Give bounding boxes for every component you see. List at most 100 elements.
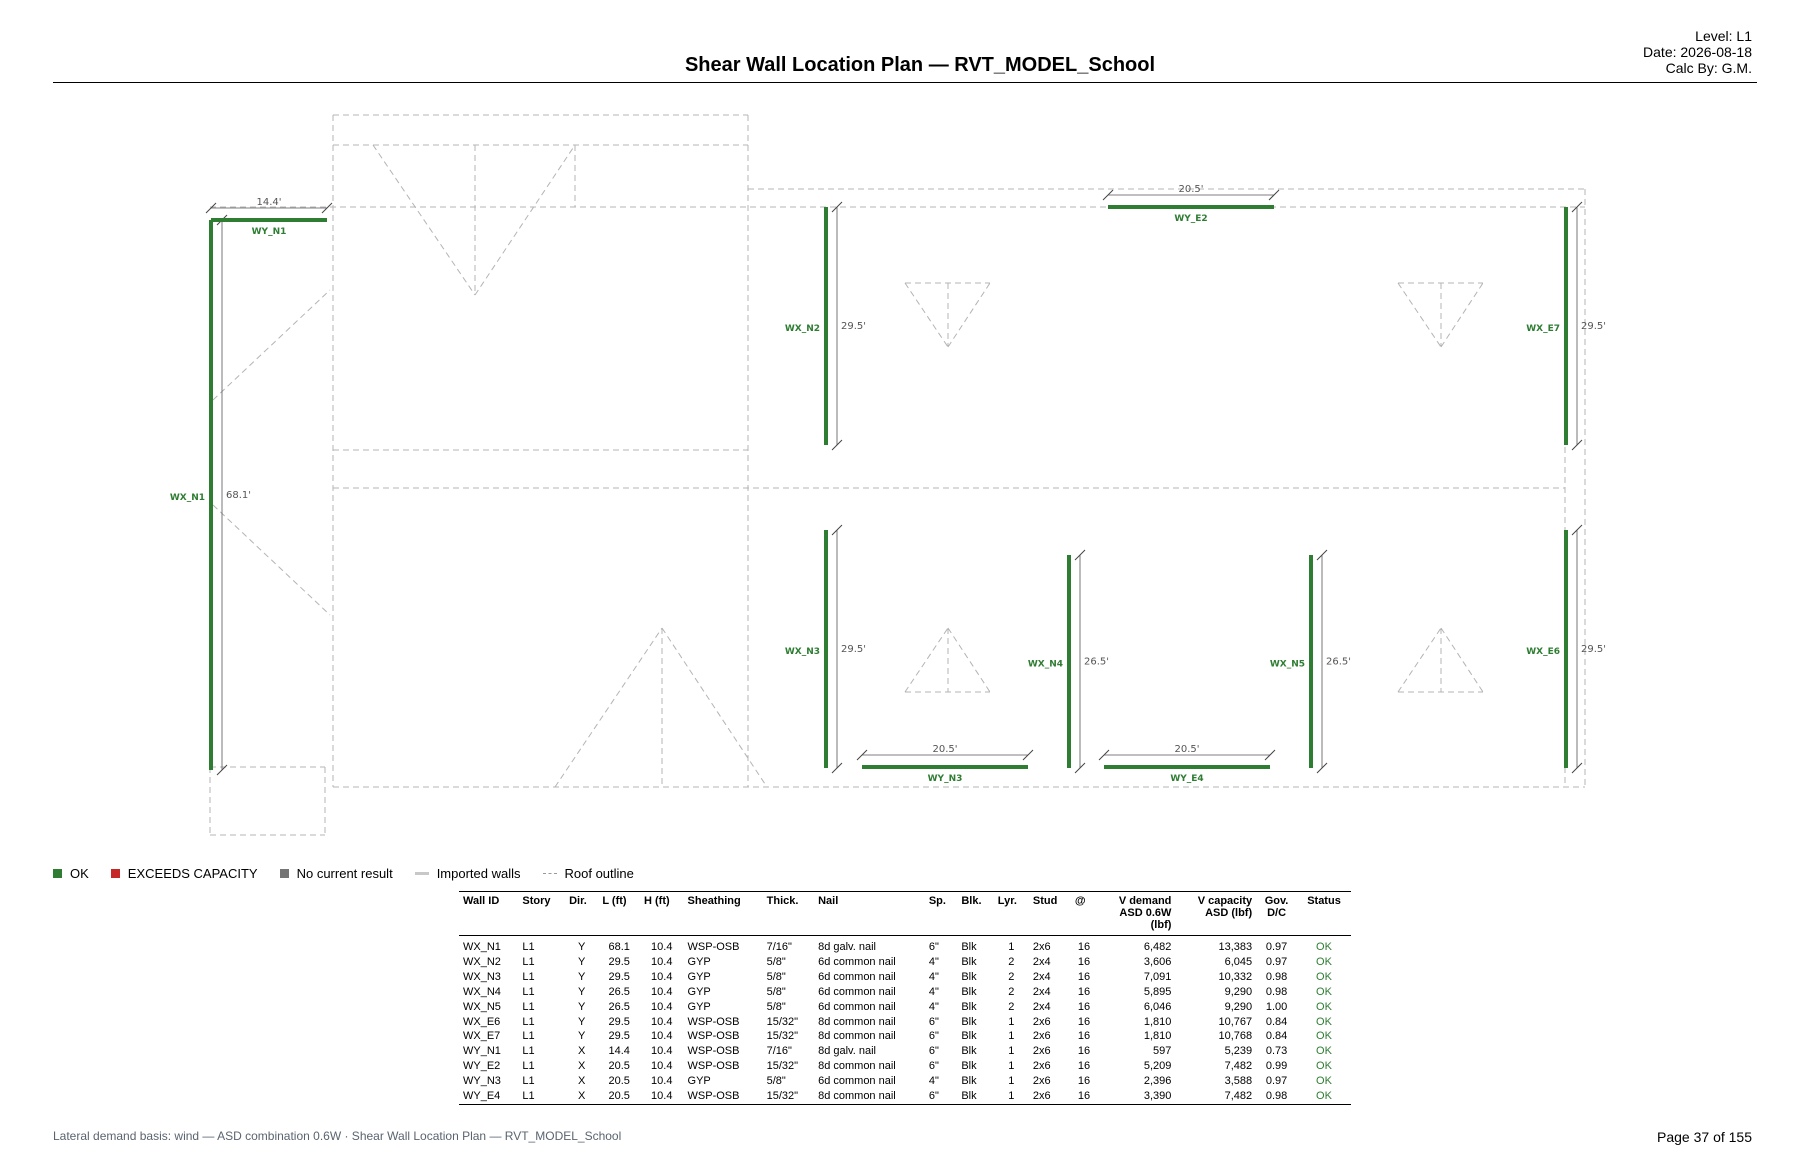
- table-cell: Blk: [961, 1045, 977, 1058]
- table-cell: 5,239: [1224, 1045, 1253, 1058]
- roof-line: [1397, 627, 1442, 693]
- col-height: H (ft): [640, 891, 684, 936]
- table-cell: 16: [1077, 1045, 1091, 1058]
- shear-wall-schedule: Wall ID Story Dir. L (ft) H (ft) Sheathi…: [459, 891, 1351, 1105]
- dimension-label: 29.5': [1581, 321, 1606, 332]
- table-cell: 0.98: [1265, 970, 1288, 983]
- col-length: L (ft): [598, 891, 640, 936]
- dimension-tick: [216, 764, 228, 776]
- table-cell: 0.97: [1265, 955, 1288, 968]
- table-cell: L1: [522, 1060, 535, 1073]
- dimension-tick: [1074, 549, 1086, 561]
- table-cell: 10,332: [1218, 970, 1253, 983]
- table-cell: 29.5: [608, 1015, 630, 1028]
- table-cell: 16: [1070, 1089, 1098, 1105]
- table-cell: 7/16": [766, 941, 792, 953]
- table-cell: Blk: [961, 1000, 977, 1013]
- table-cell: Blk: [961, 970, 977, 983]
- col-spacing: Sp.: [924, 891, 958, 936]
- table-cell: 6d common nail: [818, 970, 896, 983]
- no-result-swatch-icon: [279, 869, 289, 878]
- col-nail: Nail: [814, 891, 925, 936]
- dimension-tick: [1264, 749, 1276, 761]
- table-cell: 6": [928, 1015, 939, 1028]
- table-cell: 16: [1077, 1075, 1091, 1088]
- table-cell: WX_N3: [463, 970, 501, 983]
- legend: OK EXCEEDS CAPACITY No current result Im…: [53, 866, 656, 881]
- table-cell: X: [578, 1060, 586, 1073]
- table-cell: L1: [522, 1045, 535, 1058]
- table-cell: L1: [522, 941, 535, 953]
- dimension-tick: [1571, 762, 1583, 774]
- col-gov-dc: Gov. D/C: [1256, 891, 1298, 936]
- legend-item-ok: OK: [53, 866, 89, 881]
- table-cell: 9,290: [1224, 985, 1253, 998]
- dimension-label: 68.1': [226, 490, 251, 501]
- roof-line: [554, 627, 663, 788]
- table-cell: GYP: [687, 970, 711, 983]
- table-cell: 2x6: [1028, 1089, 1071, 1105]
- roof-line: [212, 504, 331, 616]
- table-cell: X: [578, 1045, 586, 1058]
- table-cell: 1: [1008, 1075, 1015, 1088]
- table-cell: Blk: [961, 1075, 977, 1088]
- table-cell: 5,895: [1143, 985, 1172, 998]
- table-cell: 7,482: [1224, 1060, 1253, 1073]
- legend-label: OK: [70, 866, 89, 881]
- table-cell: Y: [578, 1015, 586, 1028]
- date-label: Date: 2026-08-18: [1643, 44, 1752, 60]
- table-cell: 5/8": [766, 1000, 786, 1013]
- table-cell: GYP: [687, 985, 711, 998]
- table-cell: WSP-OSB: [687, 1030, 740, 1043]
- page-title: Shear Wall Location Plan — RVT_MODEL_Sch…: [684, 54, 1156, 76]
- table-cell: 29.5: [608, 955, 630, 968]
- table-cell: L1: [522, 1000, 535, 1013]
- col-sheathing: Sheathing: [683, 891, 763, 936]
- wall-id-label: WX_N2: [785, 324, 820, 334]
- shear-walls: 68.1'WX_N129.5'WX_N229.5'WX_N326.5'WX_N4…: [170, 184, 1606, 784]
- table-cell: Y: [578, 1000, 586, 1013]
- table-cell: 26.5: [608, 1000, 630, 1013]
- table-cell: 10,767: [1218, 1015, 1253, 1028]
- col-blocking: Blk.: [957, 891, 994, 936]
- roof-line: [1440, 282, 1484, 348]
- table-cell: 2: [1008, 955, 1015, 968]
- dimension-tick: [1268, 189, 1280, 201]
- table-cell: 29.5: [608, 1030, 630, 1043]
- dimension-tick: [205, 202, 217, 214]
- table-cell: 2x4: [1032, 970, 1051, 983]
- dimension-tick: [1098, 749, 1110, 761]
- dimension-tick: [1571, 524, 1583, 536]
- col-layers: Lyr.: [993, 891, 1029, 936]
- wall-id-label: WY_N1: [252, 227, 287, 237]
- legend-item-imported: Imported walls: [414, 866, 521, 881]
- wall-id-label: WX_E6: [1526, 647, 1560, 657]
- status-cell: OK: [1316, 1030, 1332, 1043]
- legend-label: EXCEEDS CAPACITY: [127, 866, 258, 881]
- table-cell: 68.1: [608, 941, 630, 953]
- table-cell: 10.4: [651, 1000, 673, 1013]
- status-cell: OK: [1316, 970, 1332, 983]
- table-cell: WX_N4: [463, 985, 501, 998]
- table-cell: WSP-OSB: [687, 1060, 740, 1073]
- table-cell: 5/8": [766, 970, 786, 983]
- table-cell: 10.4: [651, 1075, 673, 1088]
- table-cell: 2x6: [1032, 1015, 1051, 1028]
- table-cell: 1.00: [1265, 1000, 1288, 1013]
- table-cell: Blk: [961, 1060, 977, 1073]
- legend-label: Roof outline: [564, 866, 634, 881]
- schedule-header-row: Wall ID Story Dir. L (ft) H (ft) Sheathi…: [459, 891, 1351, 936]
- table-cell: WX_N5: [463, 1000, 501, 1013]
- roof-dash-line-icon: [542, 873, 557, 874]
- roof-line: [1397, 282, 1442, 348]
- dimension-tick: [831, 762, 843, 774]
- table-cell: 5/8": [766, 1075, 786, 1088]
- table-cell: 3,606: [1143, 955, 1172, 968]
- table-cell: Blk: [961, 955, 977, 968]
- table-cell: 2x6: [1032, 1045, 1051, 1058]
- status-cell: OK: [1316, 1060, 1332, 1073]
- table-cell: 10.4: [651, 970, 673, 983]
- table-cell: 1: [1008, 1015, 1015, 1028]
